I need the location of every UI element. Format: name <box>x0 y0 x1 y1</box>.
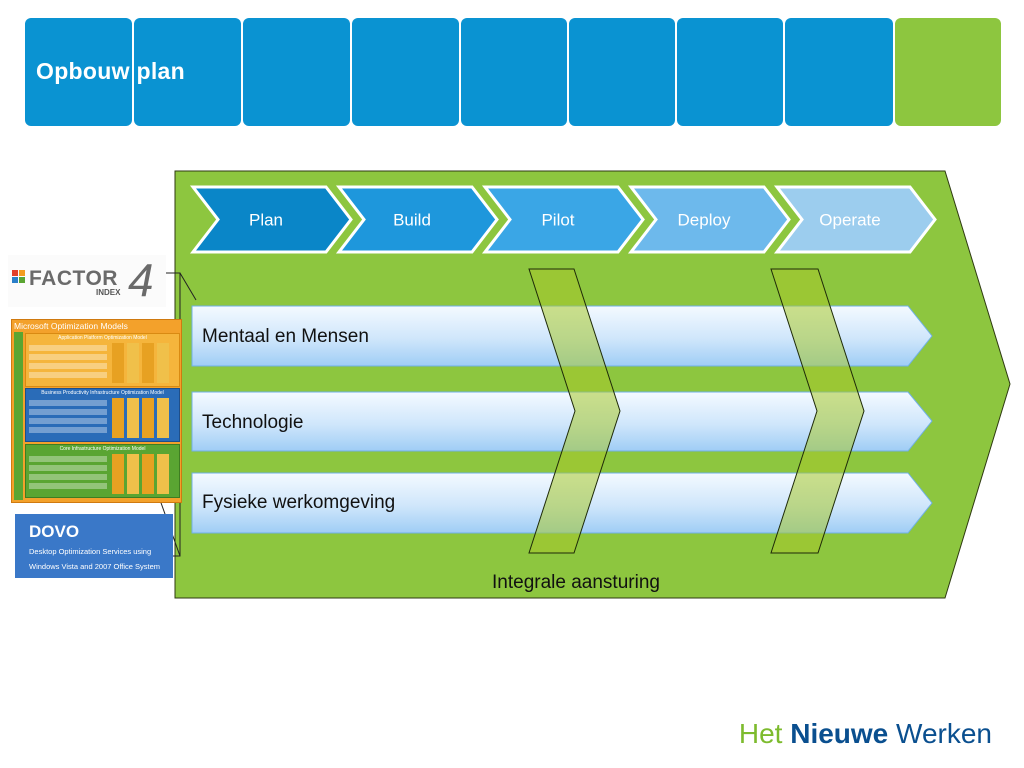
optimization-model-panel: Business Productivity Infrastructure Opt… <box>25 388 180 442</box>
brand-logo: Het Nieuwe Werken <box>739 718 992 750</box>
milestone-chevron <box>770 268 865 554</box>
optimization-model-panel: Application Platform Optimization Model <box>25 333 180 387</box>
dovo-line1: Desktop Optimization Services using <box>29 547 152 556</box>
maturity-level-bar <box>112 398 124 438</box>
row-label-fysiek: Fysieke werkomgeving <box>202 492 396 513</box>
factor4-logo-mark <box>12 270 26 284</box>
phase-chevron-pilot <box>481 185 645 254</box>
phase-label-build: Build <box>393 211 431 230</box>
header-segment <box>352 18 459 126</box>
maturity-level-bar <box>142 454 154 494</box>
capability-line <box>29 465 107 471</box>
factor4-brand: FACTOR <box>29 267 118 290</box>
capability-line <box>29 427 107 433</box>
capability-line <box>29 354 107 360</box>
capability-line <box>29 418 107 424</box>
row-label-mentaal: Mentaal en Mensen <box>202 326 369 347</box>
capability-line <box>29 363 107 369</box>
capability-line <box>29 456 107 462</box>
milestone-chevron <box>528 268 621 554</box>
optimization-models-image: Microsoft Optimization Models Applicatio… <box>11 319 182 503</box>
factor4-numeral: 4 <box>128 254 154 306</box>
phase-chevron-plan <box>189 185 353 254</box>
header-segment <box>677 18 783 126</box>
brand-part-het: Het <box>738 718 783 749</box>
header-segment <box>25 18 132 126</box>
maturity-level-bar <box>157 343 169 383</box>
dovo-title: DOVO <box>29 522 80 541</box>
page-title: Opbouw plan <box>36 58 185 84</box>
brand-part-werken: Werken <box>896 718 992 749</box>
phase-label-plan: Plan <box>249 211 283 230</box>
maturity-level-bar <box>127 343 139 383</box>
phase-chevron-operate <box>773 185 937 254</box>
maturity-level-bar <box>142 343 154 383</box>
factor4-logo: FACTOR INDEX 4 <box>8 254 166 307</box>
optimization-model-panel: Core Infrastructure Optimization Model <box>25 444 180 498</box>
capability-line <box>29 372 107 378</box>
maturity-level-bar <box>157 398 169 438</box>
header-segment <box>569 18 675 126</box>
dovo-line2: Windows Vista and 2007 Office System <box>29 562 161 571</box>
header-segment <box>461 18 567 126</box>
row-label-technologie: Technologie <box>202 412 304 433</box>
phase-label-deploy: Deploy <box>678 211 731 230</box>
phase-chevron-deploy <box>627 185 791 254</box>
optimization-model-title: Core Infrastructure Optimization Model <box>59 446 146 452</box>
phase-label-pilot: Pilot <box>541 211 574 230</box>
optimization-model-title: Business Productivity Infrastructure Opt… <box>41 390 164 396</box>
header-segment <box>243 18 350 126</box>
bracket-line <box>179 272 197 301</box>
side-strip <box>14 332 23 500</box>
maturity-level-bar <box>157 454 169 494</box>
factor4-sub: INDEX <box>96 288 121 297</box>
header-segment <box>134 18 241 126</box>
phase-chevron-build <box>335 185 499 254</box>
phase-label-operate: Operate <box>819 211 880 230</box>
maturity-level-bar <box>112 343 124 383</box>
optimization-models-title: Microsoft Optimization Models <box>14 321 128 331</box>
brand-part-nieuwe: Nieuwe <box>790 718 889 749</box>
capability-line <box>29 409 107 415</box>
row-arrow-technologie <box>191 391 933 452</box>
optimization-model-title: Application Platform Optimization Model <box>58 335 147 341</box>
maturity-level-bar <box>127 454 139 494</box>
header-accent-block <box>895 18 1001 126</box>
capability-line <box>29 345 107 351</box>
header-segment <box>785 18 893 126</box>
maturity-level-bar <box>127 398 139 438</box>
dovo-image: DOVO Desktop Optimization Services using… <box>15 514 173 578</box>
maturity-level-bar <box>112 454 124 494</box>
capability-line <box>29 474 107 480</box>
maturity-level-bar <box>142 398 154 438</box>
capability-line <box>29 483 107 489</box>
phase-chevrons: Plan Build Pilot Deploy Operate <box>189 185 937 254</box>
capability-line <box>29 400 107 406</box>
integrale-aansturing-label: Integrale aansturing <box>492 572 660 593</box>
